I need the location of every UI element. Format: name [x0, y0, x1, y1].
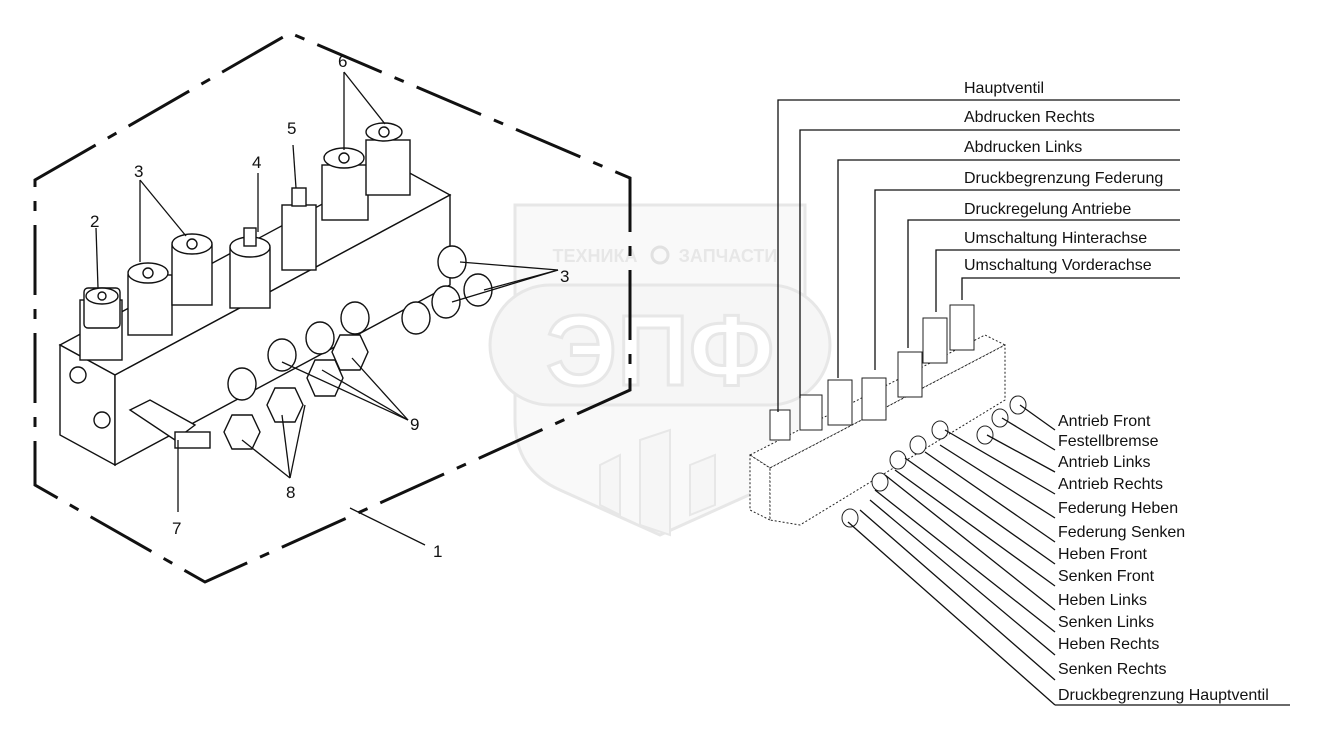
label-umschaltung-hinterachse: Umschaltung Hinterachse — [964, 230, 1147, 247]
watermark: ТЕХНИКА ЗАПЧАСТИ ЭПФ — [488, 203, 832, 537]
label-hauptventil: Hauptventil — [964, 80, 1044, 97]
label-senken-rechts: Senken Rechts — [1058, 661, 1167, 678]
watermark-text-right: ЗАПЧАСТИ — [679, 246, 778, 266]
label-federung-heben: Federung Heben — [1058, 500, 1178, 517]
label-antrieb-rechts: Antrieb Rechts — [1058, 476, 1163, 493]
label-umschaltung-vorderachse: Umschaltung Vorderachse — [964, 257, 1152, 274]
watermark-bars-icon — [599, 428, 716, 537]
pressure-sensor-5 — [281, 187, 317, 271]
watermark-gear-icon — [650, 245, 670, 265]
label-antrieb-links: Antrieb Links — [1058, 454, 1151, 471]
label-festellbremse: Festellbremse — [1058, 433, 1159, 450]
callout-7: 7 — [172, 519, 181, 538]
callout-1: 1 — [433, 542, 442, 561]
callout-8: 8 — [286, 483, 295, 502]
label-senken-front: Senken Front — [1058, 568, 1155, 585]
label-abdrucken-rechts: Abdrucken Rechts — [964, 109, 1095, 126]
label-senken-links: Senken Links — [1058, 614, 1154, 631]
callout-9: 9 — [410, 415, 419, 434]
solenoid-valve-3b — [171, 233, 213, 306]
watermark-pill — [488, 283, 832, 407]
front-cartridges — [223, 245, 493, 450]
right-function-view: Hauptventil Abdrucken Rechts Abdrucken L… — [749, 80, 1290, 706]
callout-3a: 3 — [134, 162, 143, 181]
solenoid-valve-6b — [365, 122, 411, 196]
left-exploded-view: 1 2 3 3 4 5 6 7 8 9 — [33, 31, 632, 584]
callout-6: 6 — [338, 52, 347, 71]
label-druckbegrenzung-hauptventil: Druckbegrenzung Hauptventil — [1058, 687, 1269, 704]
callout-2: 2 — [90, 212, 99, 231]
label-heben-links: Heben Links — [1058, 592, 1147, 609]
watermark-logo-text: ЭПФ — [546, 295, 774, 407]
pressure-switch-4 — [229, 227, 271, 309]
label-heben-front: Heben Front — [1058, 546, 1147, 563]
solenoid-valve-3a — [127, 262, 173, 336]
label-federung-senken: Federung Senken — [1058, 524, 1185, 541]
ghost-manifold-block — [749, 304, 1027, 528]
callout-5: 5 — [287, 119, 296, 138]
assembly-boundary-outline — [33, 31, 632, 584]
solenoid-valve-6a — [321, 147, 369, 221]
label-antrieb-front: Antrieb Front — [1058, 413, 1151, 430]
right-top-leaders — [777, 99, 1180, 412]
callout-3b: 3 — [560, 267, 569, 286]
label-abdrucken-links: Abdrucken Links — [964, 139, 1082, 156]
solenoid-valve-2 — [79, 287, 123, 361]
callout-4: 4 — [252, 153, 261, 172]
relief-valve-7 — [128, 399, 211, 449]
label-heben-rechts: Heben Rechts — [1058, 636, 1159, 653]
watermark-text-left: ТЕХНИКА — [553, 246, 638, 266]
left-leader-lines — [95, 71, 559, 546]
right-side-leaders — [847, 404, 1290, 706]
label-druckbegrenzung-federung: Druckbegrenzung Federung — [964, 170, 1163, 187]
label-druckregelung-antriebe: Druckregelung Antriebe — [964, 201, 1131, 218]
